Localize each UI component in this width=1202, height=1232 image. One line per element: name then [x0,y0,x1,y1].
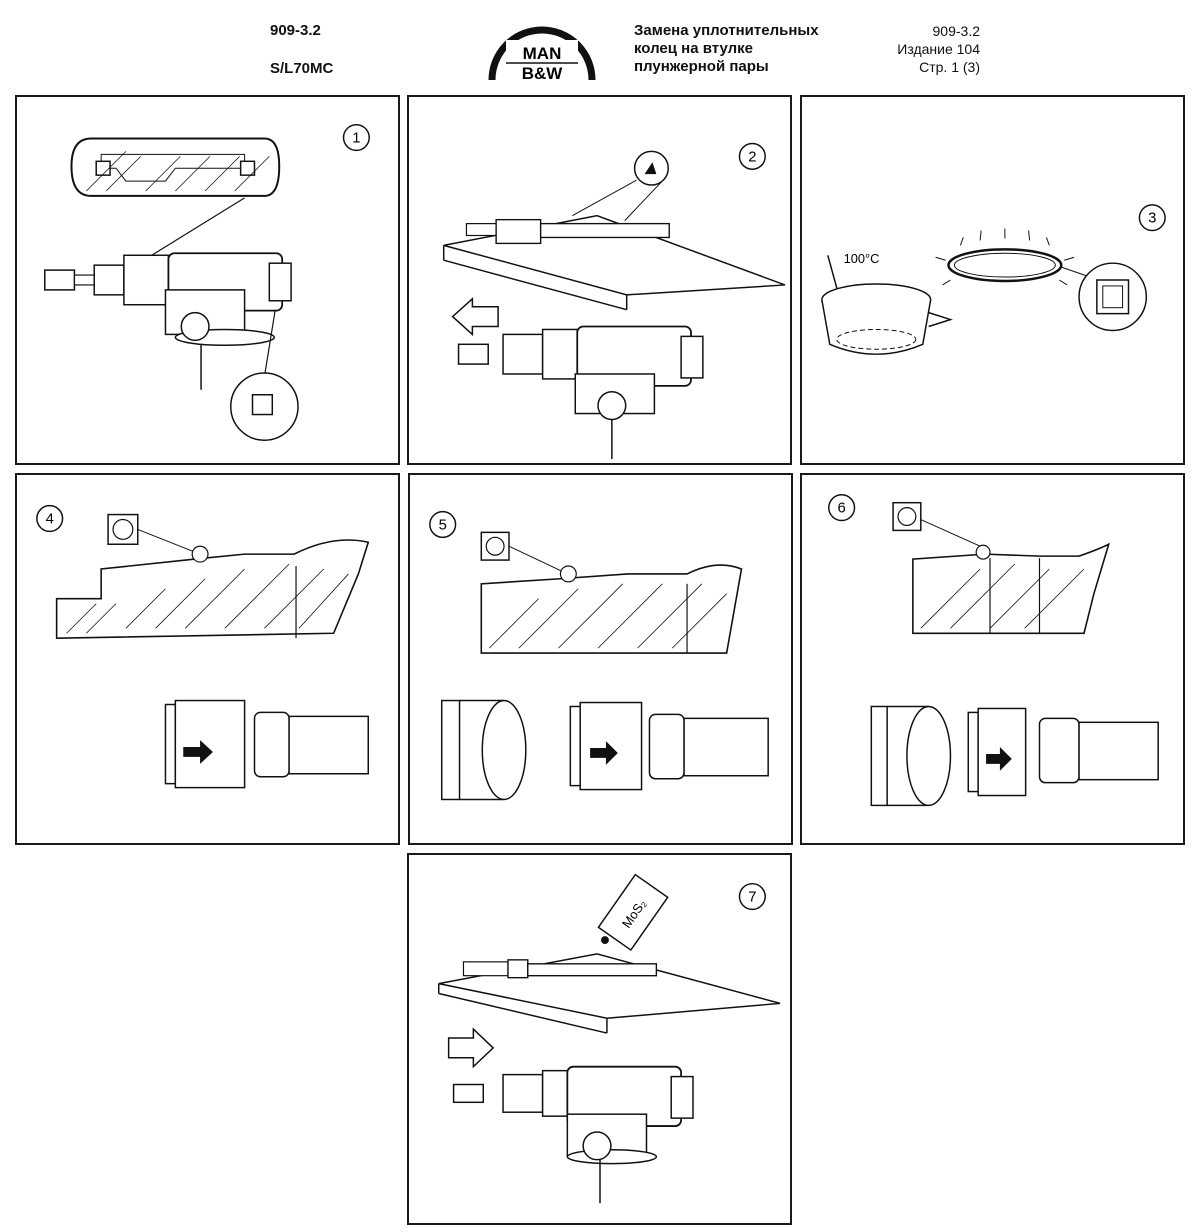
step-5-number: 5 [439,517,447,533]
step-6-number: 6 [838,501,846,517]
step-1-illustration: 1 [44,123,370,441]
temperature-label: 100°C [844,251,880,266]
engine-model: S/L70MC [270,60,334,77]
document-info: 909-3.2 Издание 104 Стр. 1 (3) [870,22,980,76]
step-3-illustration: 3 100°C [821,204,1166,355]
page-number: Стр. 1 (3) [919,59,980,75]
doc-code: 909-3.2 [270,22,321,39]
step-4-illustration: 4 [36,504,370,789]
step-4-number: 4 [46,511,54,527]
logo-text-bw: B&W [522,64,564,82]
step-2-panel: 2 [407,95,792,465]
lubricant-tube-icon: MoS₂ [597,873,669,952]
step-2-illustration: 2 [442,142,786,460]
logo-text-man: MAN [523,44,562,63]
title-line-2: колец на втулке [634,40,753,57]
title-line-3: плунжерной пары [634,58,769,75]
step-4-panel: 4 [15,473,400,845]
step-1-panel: 1 [15,95,400,465]
document-title: Замена уплотнительных колец на втулке пл… [634,22,864,76]
step-7-illustration: 7 MoS₂ [438,873,781,1204]
step-5-panel: 5 [408,473,793,845]
title-line-1: Замена уплотнительных [634,22,819,39]
step-6-panel: 6 [800,473,1185,845]
step-6-illustration: 6 [828,494,1159,807]
step-1-number: 1 [352,131,360,147]
step-2-number: 2 [748,149,756,165]
step-7-number: 7 [748,889,756,905]
right-doc-code: 909-3.2 [932,23,980,39]
step-5-illustration: 5 [429,510,769,801]
man-bw-logo: MAN B&W [488,26,596,82]
edition: Издание 104 [897,41,980,57]
step-3-panel: 3 100°C [800,95,1185,465]
step-3-number: 3 [1148,211,1156,227]
step-7-panel: 7 MoS₂ [407,853,792,1225]
